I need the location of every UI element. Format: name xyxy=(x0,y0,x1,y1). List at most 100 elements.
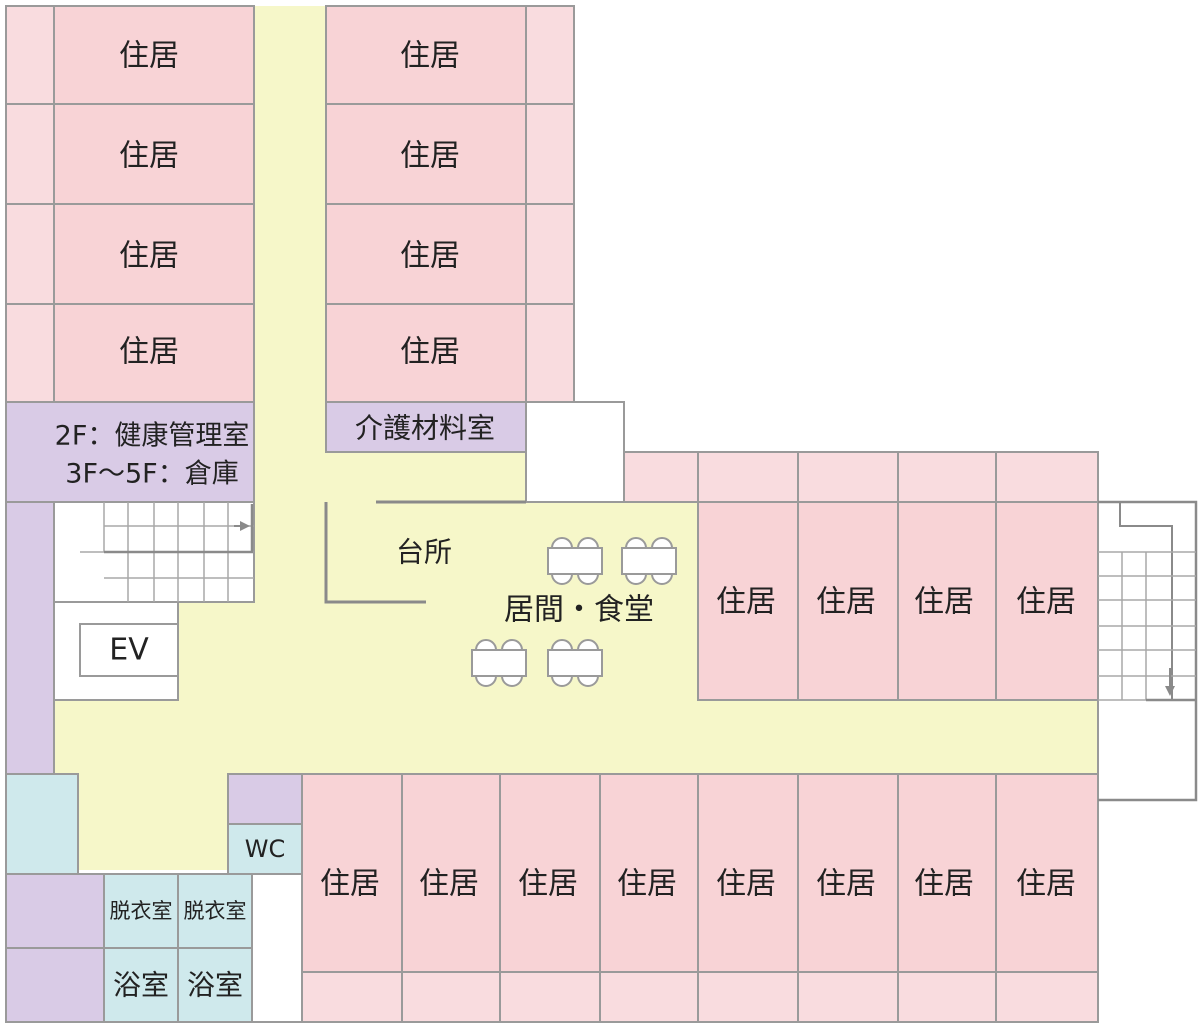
staff-strip-left xyxy=(5,501,55,775)
wc-room xyxy=(227,823,303,875)
residence-label: 住居 xyxy=(400,335,460,370)
health-storage-label-line2: 3F～5F：倉庫 xyxy=(65,459,238,490)
residence-label: 住居 xyxy=(716,585,776,620)
residence-strip xyxy=(995,971,1099,1023)
bath-room-2 xyxy=(177,947,253,1023)
utility-room xyxy=(5,773,79,875)
kitchen-walls xyxy=(324,500,526,604)
dressing-label: 脱衣室 xyxy=(110,899,173,923)
residence-label: 住居 xyxy=(400,139,460,174)
block-right-middle xyxy=(623,451,1099,701)
dining-table xyxy=(547,537,603,585)
residence-label: 住居 xyxy=(419,867,479,902)
residence-room xyxy=(325,103,527,205)
residence-label: 住居 xyxy=(914,867,974,902)
residence-label: 住居 xyxy=(119,239,179,274)
living-dining-label: 居間・食堂 xyxy=(504,593,654,628)
residence-room xyxy=(301,773,403,973)
dining-table xyxy=(547,639,603,687)
ev-label: EV xyxy=(109,633,149,668)
dressing-room-2 xyxy=(177,873,253,949)
residence-strip xyxy=(599,971,699,1023)
residence-label: 住居 xyxy=(119,335,179,370)
corridor-left-lower xyxy=(178,602,698,700)
stair-left xyxy=(80,502,254,602)
residence-label: 住居 xyxy=(320,867,380,902)
ev-box xyxy=(79,623,179,677)
residence-strip xyxy=(995,451,1099,503)
residence-strip xyxy=(897,971,997,1023)
ev-hall xyxy=(53,601,179,701)
corridor-horizontal xyxy=(54,700,1098,774)
residence-label: 住居 xyxy=(1016,867,1076,902)
residence-strip xyxy=(525,303,575,403)
residence-room xyxy=(53,303,255,403)
corridor-bottom-left xyxy=(78,774,228,870)
residence-label: 住居 xyxy=(400,239,460,274)
wc-label: WC xyxy=(245,835,286,863)
residence-label: 住居 xyxy=(914,585,974,620)
residence-strip xyxy=(301,971,403,1023)
staff-room-bottom-left xyxy=(5,873,105,949)
residence-room xyxy=(697,773,799,973)
white-gap-bottom xyxy=(251,873,303,1023)
residence-room xyxy=(995,773,1099,973)
labels: 住居 住居 住居 住居 住居 住居 住居 住居 2F：健康管理室 3F～5F：倉… xyxy=(55,39,1076,1002)
stair-right-steps xyxy=(1098,500,1198,802)
corridor-care-strip xyxy=(326,452,526,502)
block-top-left xyxy=(5,5,255,403)
residence-label: 住居 xyxy=(119,39,179,74)
residence-label: 住居 xyxy=(1016,585,1076,620)
residence-room xyxy=(325,5,527,105)
dining-tables xyxy=(471,537,677,687)
dining-table xyxy=(621,537,677,585)
residence-strip xyxy=(525,203,575,305)
staff-room-bottom-left-2 xyxy=(5,947,105,1023)
staff-room-small xyxy=(227,773,303,825)
residence-room xyxy=(53,103,255,205)
residence-strip xyxy=(5,303,55,403)
residence-label: 住居 xyxy=(816,585,876,620)
block-bottom xyxy=(301,773,1099,1023)
dressing-room-1 xyxy=(103,873,179,949)
residence-room xyxy=(797,773,899,973)
residence-label: 住居 xyxy=(716,867,776,902)
care-material-room xyxy=(325,401,527,453)
stair-right xyxy=(1097,501,1197,801)
residence-strip xyxy=(897,451,997,503)
residence-room xyxy=(53,203,255,305)
residence-room xyxy=(53,5,255,105)
shaft-white xyxy=(525,401,625,503)
residence-label: 住居 xyxy=(617,867,677,902)
corridor-vertical xyxy=(254,6,326,606)
residence-room xyxy=(995,501,1099,701)
residence-strip xyxy=(697,451,799,503)
care-material-label: 介護材料室 xyxy=(355,412,495,445)
residence-strip xyxy=(797,451,899,503)
residence-strip xyxy=(5,5,55,105)
residence-label: 住居 xyxy=(816,867,876,902)
residence-label: 住居 xyxy=(518,867,578,902)
residence-label: 住居 xyxy=(400,39,460,74)
dressing-label: 脱衣室 xyxy=(184,899,247,923)
residence-room xyxy=(599,773,699,973)
bath-label: 浴室 xyxy=(187,969,243,1002)
bath-label: 浴室 xyxy=(113,969,169,1002)
residence-strip xyxy=(401,971,501,1023)
staff-rooms xyxy=(5,401,527,1023)
residence-room xyxy=(325,303,527,403)
dining-table xyxy=(471,639,527,687)
kitchen-label: 台所 xyxy=(396,536,452,569)
residence-strip xyxy=(5,203,55,305)
residence-strip xyxy=(499,971,601,1023)
water-rooms xyxy=(5,773,303,1023)
residence-strip xyxy=(697,971,799,1023)
residence-strip xyxy=(797,971,899,1023)
residence-strip xyxy=(525,103,575,205)
residence-strip xyxy=(5,103,55,205)
common-area xyxy=(54,6,1098,870)
health-storage-label-line1: 2F：健康管理室 xyxy=(55,421,250,452)
residence-label: 住居 xyxy=(119,139,179,174)
block-top-right xyxy=(325,5,575,403)
